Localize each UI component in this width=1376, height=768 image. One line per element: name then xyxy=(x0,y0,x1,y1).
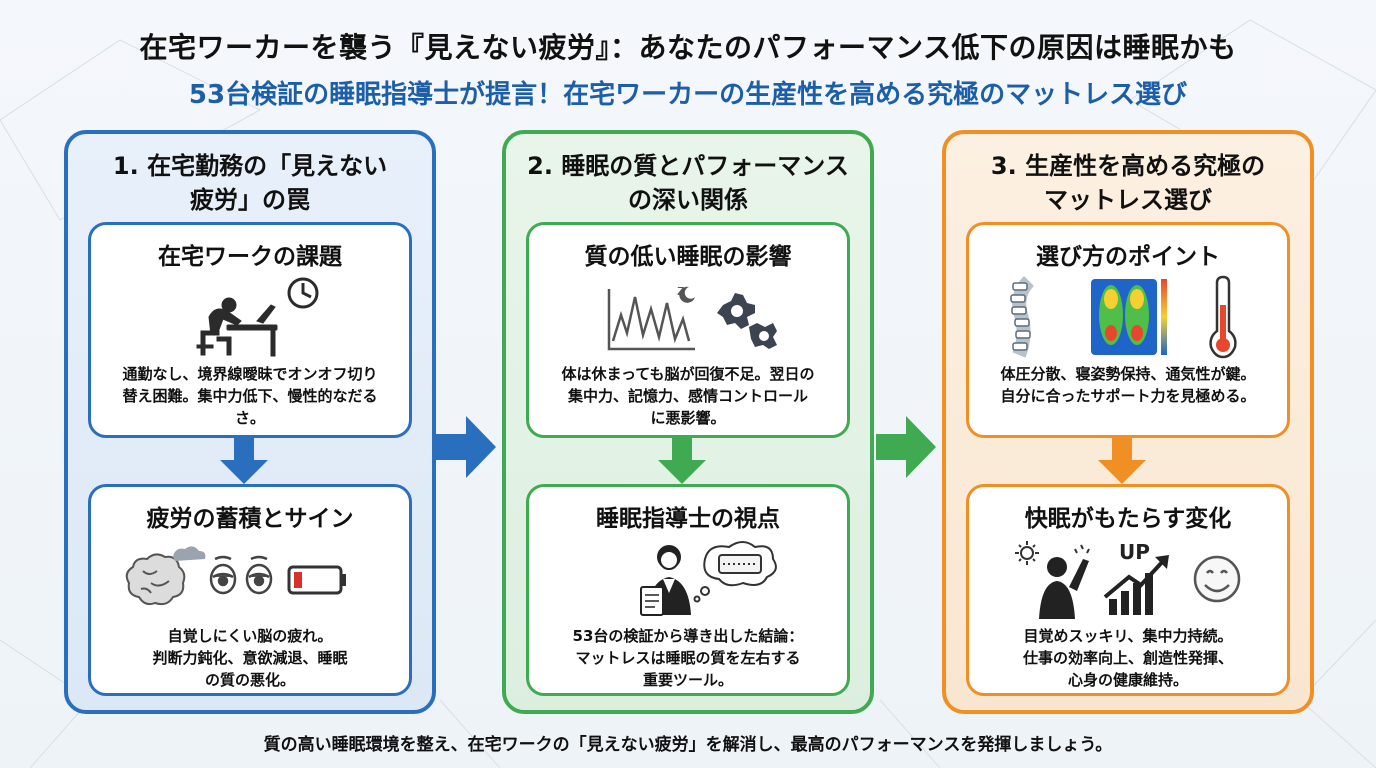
card-illustration xyxy=(640,541,777,616)
arrow-down-icon xyxy=(220,438,268,484)
clock-icon xyxy=(287,277,319,309)
foggy-brain-icon xyxy=(125,546,206,606)
column-title-line: 3. 生産性を高める究極の xyxy=(990,152,1266,180)
card-text-line: 53台の検証から導き出した結論： xyxy=(572,627,804,645)
card-text-line: 仕事の効率向上、創造性発揮、 xyxy=(1022,649,1233,667)
column-title-line: 2. 睡眠の質とパフォーマンス xyxy=(527,152,849,180)
card-illustration xyxy=(196,277,319,357)
sleep-advisor-icon xyxy=(640,545,691,616)
card-sleep-advisor-view: 睡眠指導士の視点 xyxy=(526,484,850,696)
card-illustration: UP xyxy=(1015,540,1241,619)
column-sleep-performance: 2. 睡眠の質とパフォーマンス の深い関係 質の低い睡眠の影響 z xyxy=(502,130,874,714)
arrow-right-icon xyxy=(436,416,496,478)
column-mattress-selection: 3. 生産性を高める究極の マットレス選び 選び方のポイント xyxy=(942,130,1314,714)
card-text-line: さ。 xyxy=(234,409,265,427)
smile-icon xyxy=(1193,555,1241,603)
card-title: 快眠がもたらす変化 xyxy=(1024,506,1232,532)
card-text-line: 心身の健康維持。 xyxy=(1067,671,1188,689)
low-battery-icon xyxy=(287,565,346,595)
card-title: 睡眠指導士の視点 xyxy=(596,506,780,532)
card-good-sleep-changes: 快眠がもたらす変化 UP xyxy=(966,484,1290,696)
card-title: 疲労の蓄積とサイン xyxy=(146,506,354,532)
card-text-line: 自分に合ったサポート力を見極める。 xyxy=(1000,387,1256,405)
card-text-line: マットレスは睡眠の質を左右する xyxy=(575,649,801,667)
card-illustration: z xyxy=(607,283,777,351)
tired-eyes-icon xyxy=(209,555,273,595)
card-text-line: 集中力、記憶力、感情コントロール xyxy=(567,387,808,405)
card-text-line: 替え困難。集中力低下、慢性的なだる xyxy=(122,387,378,405)
footer-message: 質の高い睡眠環境を整え、在宅ワークの「見えない疲労」を解消し、最高のパフォーマン… xyxy=(263,735,1113,755)
card-selection-points: 選び方のポイント xyxy=(966,222,1290,438)
card-illustration xyxy=(125,546,346,606)
column-title-line: の深い関係 xyxy=(627,186,748,214)
arrow-right-icon xyxy=(876,416,936,478)
card-fatigue-signs: 疲労の蓄積とサイン xyxy=(88,484,412,696)
card-text-line: 体圧分散、寝姿勢保持、通気性が鍵。 xyxy=(1000,365,1256,383)
sleep-wave-chart-icon: z xyxy=(607,283,695,351)
column-title: 3. 生産性を高める究極の マットレス選び xyxy=(966,148,1290,218)
card-title: 質の低い睡眠の影響 xyxy=(584,244,792,270)
growth-chart-icon: UP xyxy=(1103,540,1169,615)
page-title: 在宅ワーカーを襲う『見えない疲労』：あなたのパフォーマンス低下の原因は睡眠かも xyxy=(139,31,1237,64)
arrow-down-icon xyxy=(658,438,706,484)
card-text-line: 自覚しにくい脳の疲れ。 xyxy=(167,627,333,645)
pressure-map-icon xyxy=(1091,279,1167,355)
column-title: 2. 睡眠の質とパフォーマンス の深い関係 xyxy=(526,148,850,218)
card-title: 在宅ワークの課題 xyxy=(158,244,342,270)
card-description: 体は休まっても脳が回復不足。翌日の 集中力、記憶力、感情コントロール に悪影響。 xyxy=(543,363,833,429)
card-description: 53台の検証から導き出した結論： マットレスは睡眠の質を左右する 重要ツール。 xyxy=(543,625,833,691)
mattress-thought-icon xyxy=(693,541,777,603)
card-text-line: の質の悪化。 xyxy=(204,671,295,689)
card-text-line: 体は休まっても脳が回復不足。翌日の xyxy=(561,365,815,383)
card-description: 目覚めスッキリ、集中力持続。 仕事の効率向上、創造性発揮、 心身の健康維持。 xyxy=(983,625,1273,691)
column-title: 1. 在宅勤務の「見えない 疲労」の罠 xyxy=(88,148,412,218)
card-remote-work-issues: 在宅ワークの課題 通勤なし、境界線曖昧 xyxy=(88,222,412,438)
card-poor-sleep-effects: 質の低い睡眠の影響 z 体は休まっても脳が回復不足。翌日の 集中力、記憶 xyxy=(526,222,850,438)
up-label: UP xyxy=(1119,540,1150,564)
card-description: 通勤なし、境界線曖昧でオンオフ切り 替え困難。集中力低下、慢性的なだる さ。 xyxy=(105,363,395,429)
card-text-line: 重要ツール。 xyxy=(642,671,733,689)
card-description: 自覚しにくい脳の疲れ。 判断力鈍化、意欲減退、睡眠 の質の悪化。 xyxy=(105,625,395,691)
page-subtitle: 53台検証の睡眠指導士が提言！在宅ワーカーの生産性を高める究極のマットレス選び xyxy=(188,80,1188,110)
column-title-line: 疲労」の罠 xyxy=(189,186,310,214)
card-illustration xyxy=(1010,275,1237,359)
arrow-down-icon xyxy=(1098,438,1146,484)
spine-icon xyxy=(1010,276,1035,358)
column-title-line: 1. 在宅勤務の「見えない xyxy=(112,152,388,180)
energized-person-icon xyxy=(1015,541,1090,619)
tired-desk-worker-icon xyxy=(196,297,278,357)
card-description: 体圧分散、寝姿勢保持、通気性が鍵。 自分に合ったサポート力を見極める。 xyxy=(983,363,1273,407)
column-title-line: マットレス選び xyxy=(1043,186,1212,214)
card-text-line: 判断力鈍化、意欲減退、睡眠 xyxy=(152,649,348,667)
column-invisible-fatigue: 1. 在宅勤務の「見えない 疲労」の罠 在宅ワークの課題 xyxy=(64,130,436,714)
card-text-line: 目覚めスッキリ、集中力持続。 xyxy=(1023,627,1233,645)
card-text-line: に悪影響。 xyxy=(650,409,726,427)
card-title: 選び方のポイント xyxy=(1036,244,1220,270)
broken-gears-icon xyxy=(717,293,777,349)
card-text-line: 通勤なし、境界線曖昧でオンオフ切り xyxy=(122,365,378,383)
thermometer-icon xyxy=(1209,275,1237,359)
